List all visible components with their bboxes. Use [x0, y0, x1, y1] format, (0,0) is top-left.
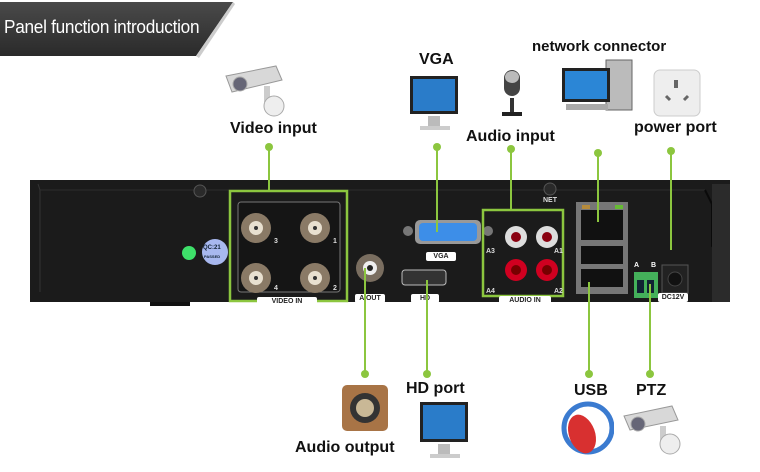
audio-port-number: A1: [554, 248, 563, 255]
dc-label: DC12V: [658, 293, 688, 302]
qc-sticker: [202, 239, 228, 265]
connector-dot: [585, 370, 593, 378]
connector-line: [588, 282, 590, 372]
vga-monitor-icon: [410, 76, 458, 130]
audio-port-number: A4: [486, 288, 495, 295]
video-in-label: VIDEO IN: [257, 297, 317, 306]
ptz-b-label: B: [651, 262, 657, 269]
label-vga: VGA: [419, 51, 454, 68]
video-port-number: 4: [274, 285, 278, 292]
rca-audio-inputs: [505, 226, 558, 281]
connector-dot: [423, 370, 431, 378]
speaker-icon: [342, 385, 388, 431]
hdmi-port: [401, 269, 447, 286]
rj45-port: [581, 210, 623, 240]
usb-mouse-icon: [561, 401, 614, 455]
label-power-port: power port: [634, 119, 717, 136]
connector-dot: [594, 149, 602, 157]
audio-in-label: AUDIO IN: [499, 296, 551, 305]
bnc-connectors: [241, 213, 330, 293]
vga-port: [419, 223, 477, 241]
page-title: Panel function introduction: [4, 16, 200, 37]
connector-line: [364, 268, 366, 372]
label-audio-output: Audio output: [295, 439, 395, 456]
video-port-number: 1: [333, 238, 337, 245]
label-usb: USB: [574, 382, 608, 399]
title-banner: Panel function introduction: [0, 0, 235, 58]
qc-sticker-bottom: PASSED: [204, 254, 221, 259]
desktop-computer-icon: [562, 59, 633, 111]
hd-monitor-icon: [420, 402, 468, 458]
qc-sticker-top: QC:21: [203, 245, 221, 251]
connector-dot: [361, 370, 369, 378]
usb-port-1: [581, 246, 623, 264]
vga-label: VGA: [426, 252, 456, 261]
connector-line: [670, 150, 672, 250]
screw: [193, 184, 207, 198]
screw: [543, 182, 557, 196]
hd-label: HD: [411, 294, 439, 303]
connector-dot: [433, 143, 441, 151]
green-led: [182, 246, 196, 260]
dvr-back-panel: [30, 180, 730, 306]
connector-dot: [507, 145, 515, 153]
audio-port-number: A2: [554, 288, 563, 295]
connector-line: [597, 152, 599, 222]
connector-dot: [667, 147, 675, 155]
label-audio-input: Audio input: [466, 128, 555, 145]
aout-label: A OUT: [355, 294, 385, 303]
video-port-number: 2: [333, 285, 337, 292]
video-port-number: 3: [274, 238, 278, 245]
ptz-camera-icon: [623, 405, 681, 455]
banner-shape: [0, 2, 235, 58]
audio-port-number: A3: [486, 248, 495, 255]
connector-line: [649, 284, 651, 372]
power-outlet-icon: [653, 69, 701, 117]
net-label: NET: [543, 197, 557, 204]
connector-line: [510, 148, 512, 210]
microphone-icon: [502, 70, 522, 116]
label-video-input: Video input: [230, 120, 317, 137]
ptz-a-label: A: [634, 262, 640, 269]
connector-line: [436, 146, 438, 232]
connector-line: [426, 280, 428, 372]
cctv-camera-icon: [225, 65, 285, 117]
connector-line: [268, 146, 270, 192]
label-hd-port: HD port: [406, 380, 465, 397]
label-ptz: PTZ: [636, 382, 667, 399]
usb-port-2: [581, 269, 623, 287]
connector-dot: [646, 370, 654, 378]
label-network-connector: network connector: [532, 38, 667, 55]
connector-dot: [265, 143, 273, 151]
